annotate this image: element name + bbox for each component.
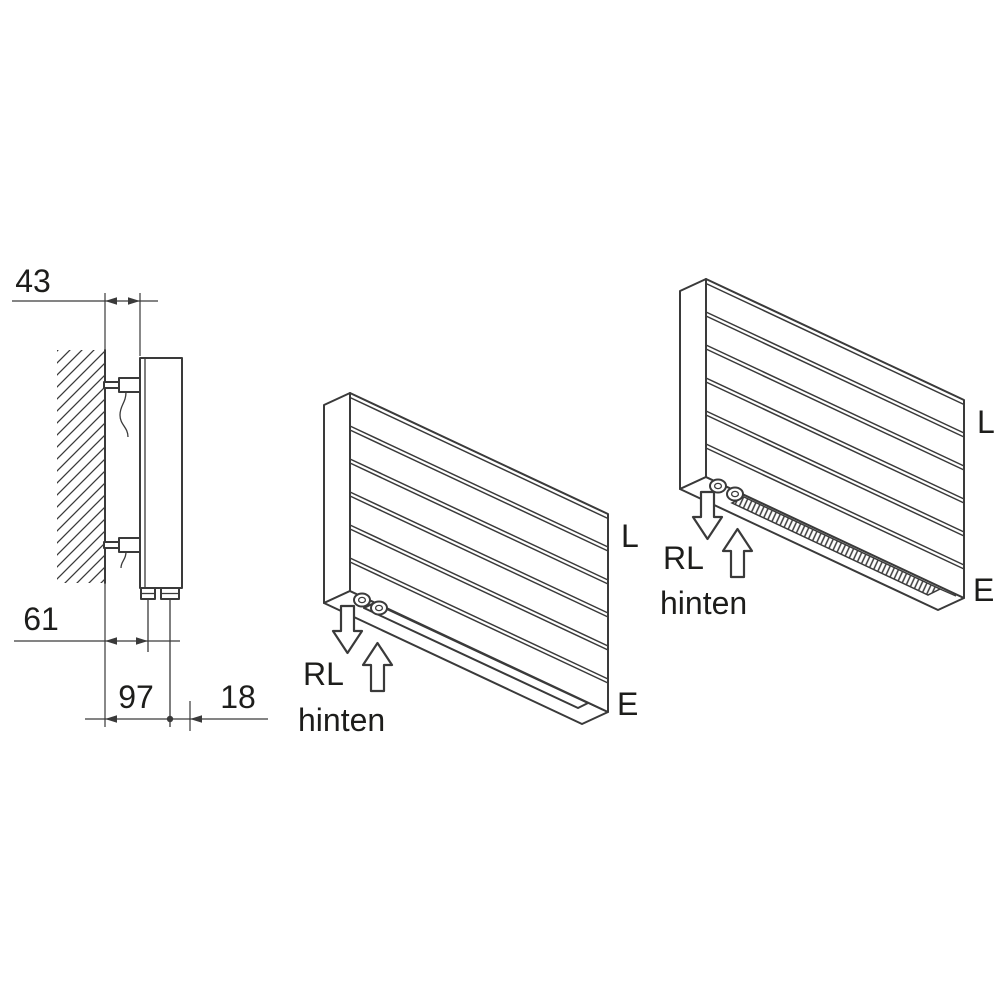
dim-43-label: 43: [15, 263, 51, 299]
air-out-label: L: [977, 404, 995, 440]
lower-bracket-clip: [120, 551, 127, 569]
radiator-open-bottom: L E RL hinten: [298, 392, 639, 738]
flow-up-arrow-icon: [721, 527, 754, 579]
air-in-label: E: [973, 572, 994, 608]
radiator-slat-lines: [349, 396, 609, 684]
radiator-end-cap: [679, 278, 707, 490]
chain-point-dot: [166, 715, 174, 723]
side-view: 43 61 97 18: [12, 263, 268, 731]
wall-hatching: [57, 350, 105, 583]
flow-down-arrow-icon: [691, 490, 724, 541]
radiator-side-profile: [139, 357, 183, 589]
dim-97-label: 97: [118, 679, 154, 715]
radiator-slat-lines: [705, 282, 965, 570]
upper-bracket-screw: [103, 381, 120, 389]
arrowhead-icon: [128, 297, 140, 305]
connection-ring: [726, 486, 744, 502]
connection-ring-hole: [374, 604, 384, 612]
dimension-connection-chain: 97 18: [85, 679, 268, 731]
upper-bracket: [103, 377, 141, 438]
pipe-connection-rings: [353, 592, 388, 616]
connection-ring-hole: [730, 490, 740, 498]
arrowhead-icon: [136, 637, 148, 645]
bottom-air-channel: [363, 602, 589, 709]
lower-bracket: [103, 537, 141, 569]
return-label: RL: [663, 540, 704, 576]
flow-up-arrow-icon: [361, 641, 394, 693]
connection-ring-hole: [713, 482, 723, 490]
connection-ring: [353, 592, 371, 608]
dim-61-label: 61: [23, 601, 59, 637]
dim-18-label: 18: [220, 679, 256, 715]
bottom-connections: [140, 587, 180, 727]
pipe-connection-rings: [709, 478, 744, 502]
lower-bracket-screw: [103, 541, 120, 549]
air-in-label: E: [617, 686, 638, 722]
arrowhead-icon: [190, 715, 202, 723]
connection-ring: [370, 600, 388, 616]
radiator-grille-bottom: L E RL hinten: [660, 278, 995, 621]
channel-end-line: [587, 702, 604, 711]
dimension-wall-to-pipe: 61: [14, 583, 180, 727]
arrowhead-icon: [105, 637, 117, 645]
return-label: RL: [303, 656, 344, 692]
position-label: hinten: [660, 585, 747, 621]
upper-bracket-body: [118, 377, 141, 393]
connection-ring: [709, 478, 727, 494]
position-label: hinten: [298, 702, 385, 738]
dimension-wall-depth: 43: [12, 263, 158, 356]
radiator-end-cap: [323, 392, 351, 604]
upper-bracket-clip: [119, 391, 129, 438]
connection-ring-hole: [357, 596, 367, 604]
lower-bracket-body: [118, 537, 141, 553]
air-out-label: L: [621, 518, 639, 554]
arrowhead-icon: [105, 297, 117, 305]
flow-down-arrow-icon: [331, 604, 364, 655]
arrowhead-icon: [105, 715, 117, 723]
channel-end-line: [939, 588, 957, 597]
